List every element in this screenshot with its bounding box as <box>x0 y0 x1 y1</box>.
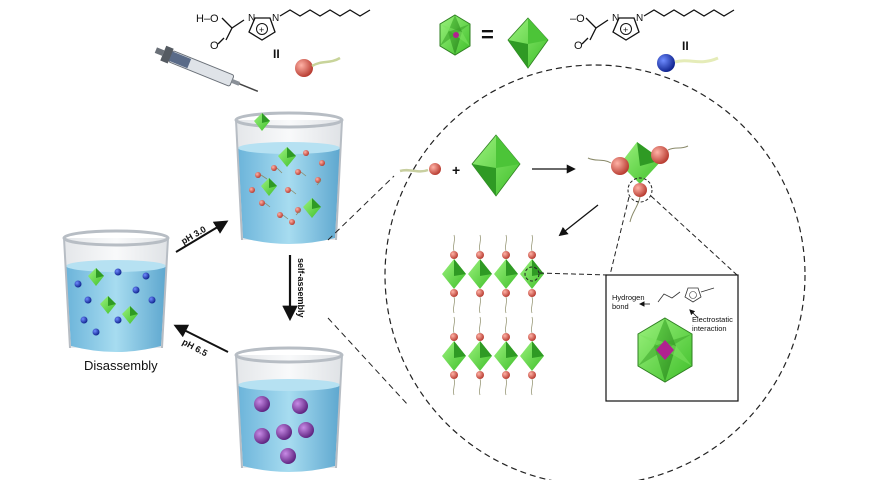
octahedron-reactant-icon <box>471 134 521 197</box>
lattice-head <box>476 289 484 297</box>
electrostatic-label-1: Electrostatic <box>692 315 733 324</box>
base-n1-label: N <box>612 13 619 24</box>
acid-n2-label: N <box>272 13 279 24</box>
lattice-head <box>502 371 510 379</box>
hydrogen-bond-label-1: Hydrogen <box>612 293 645 302</box>
base-parallel-symbol: II <box>682 39 689 53</box>
interaction-detail-box: Hydrogen bond Electrostatic interaction <box>605 274 739 402</box>
lattice-head <box>450 371 458 379</box>
red-head-icon <box>295 59 313 77</box>
lattice-head <box>502 333 510 341</box>
acid-oxygen-label: O <box>210 40 219 52</box>
lattice-zoom-marker <box>524 266 540 282</box>
acid-prefix-label: H–O <box>196 13 219 25</box>
acid-n1-label: N <box>248 13 255 24</box>
octahedron-icon <box>507 17 549 69</box>
complex-zoom-marker <box>627 177 653 203</box>
blue-head-icon <box>657 54 675 72</box>
beaker-top-contents <box>249 113 325 225</box>
zoom-line-upper <box>327 175 395 241</box>
lattice-head <box>476 251 484 259</box>
arrow-to-lattice <box>558 204 599 237</box>
pom-cluster-icon <box>439 14 471 56</box>
acid-cation-label: + <box>259 25 264 35</box>
detail-pom-cluster-icon <box>637 317 693 383</box>
hydrogen-bond-label-2: bond <box>612 302 629 311</box>
base-oxygen-label: O <box>574 40 583 52</box>
detail-line-left <box>609 196 630 276</box>
beaker-top <box>234 111 344 244</box>
detail-line-right <box>650 195 738 276</box>
lattice-head <box>450 333 458 341</box>
lattice-head <box>450 289 458 297</box>
arrow-ph-up <box>175 220 229 253</box>
reaction-step: + <box>399 134 689 223</box>
equals-sign: = <box>481 22 494 47</box>
lattice-zoom-line <box>538 272 609 276</box>
lattice-head <box>502 251 510 259</box>
lattice-head <box>528 371 536 379</box>
base-cation-label: + <box>623 25 628 35</box>
pom-equals-octahedron: = <box>439 14 549 69</box>
zoom-circle <box>384 64 806 480</box>
electrostatic-label-2: interaction <box>692 324 727 333</box>
floating-octahedron <box>254 113 270 131</box>
syringe-icon <box>154 45 259 93</box>
acid-molecule: H–O O N N + II <box>196 9 371 77</box>
lattice-head <box>502 289 510 297</box>
plus-sign: + <box>452 162 460 178</box>
beaker-left <box>62 229 170 352</box>
lattice-head <box>476 333 484 341</box>
ph-up-label: pH 3.0 <box>179 224 207 246</box>
pom-surfactant-complex <box>587 142 689 223</box>
base-n2-label: N <box>636 13 643 24</box>
self-assembly-label: self-assembly <box>296 258 306 318</box>
acid-parallel-symbol: II <box>273 47 280 61</box>
beaker-left-contents <box>74 268 156 336</box>
lattice-head <box>450 251 458 259</box>
arrow-ph-down <box>173 324 229 353</box>
lamellar-lattice <box>442 234 544 396</box>
surfactant-head-icon <box>429 163 441 175</box>
lattice-head <box>476 371 484 379</box>
base-molecule: –O O N N + II <box>570 9 735 72</box>
lattice-head <box>528 289 536 297</box>
lattice-head <box>528 251 536 259</box>
assembled-spheres <box>254 396 314 464</box>
lattice-head <box>528 333 536 341</box>
disassembly-label: Disassembly <box>84 358 158 373</box>
base-prefix-label: –O <box>570 13 585 25</box>
